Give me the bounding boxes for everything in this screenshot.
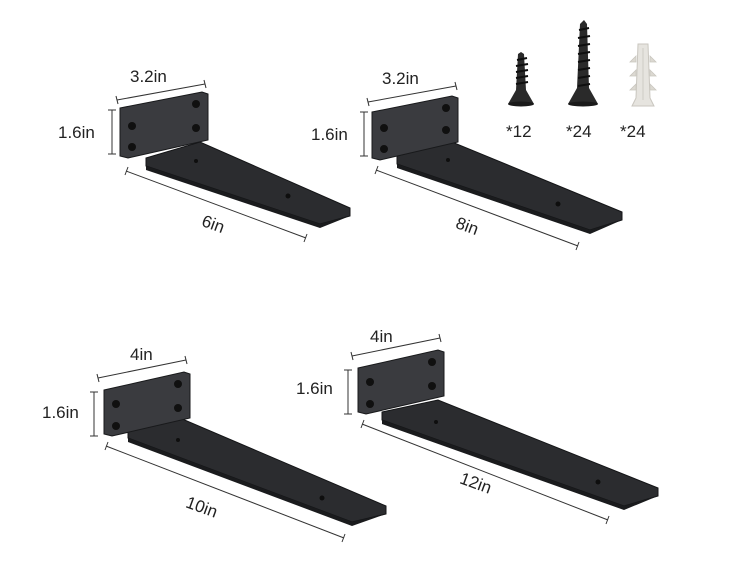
hardware-set: *12 *24 *24: [506, 20, 657, 141]
wall-anchor-quantity: *24: [620, 122, 646, 141]
short-screw-icon: [508, 52, 534, 107]
mounting-plate: [357, 349, 445, 415]
plate-width-label: 3.2in: [130, 67, 167, 86]
plate-width-label: 4in: [370, 327, 393, 346]
mounting-plate: [119, 91, 209, 159]
mounting-plate: [103, 371, 191, 437]
bracket-6in: 3.2in 1.6in 6in: [58, 67, 351, 243]
bracket-8in: 3.2in 1.6in 8in: [311, 69, 623, 251]
bracket-10in: 4in 1.6in 10in: [42, 345, 387, 543]
plate-height-label: 1.6in: [42, 403, 79, 422]
plate-height-label: 1.6in: [311, 125, 348, 144]
plate-width-label: 4in: [130, 345, 153, 364]
long-screw-quantity: *24: [566, 122, 592, 141]
wall-anchor-icon: [629, 43, 657, 107]
plate-height-label: 1.6in: [58, 123, 95, 142]
short-screw-quantity: *12: [506, 122, 532, 141]
long-screw-icon: [568, 20, 598, 107]
plate-height-label: 1.6in: [296, 379, 333, 398]
plate-width-label: 3.2in: [382, 69, 419, 88]
mounting-plate: [371, 95, 459, 161]
